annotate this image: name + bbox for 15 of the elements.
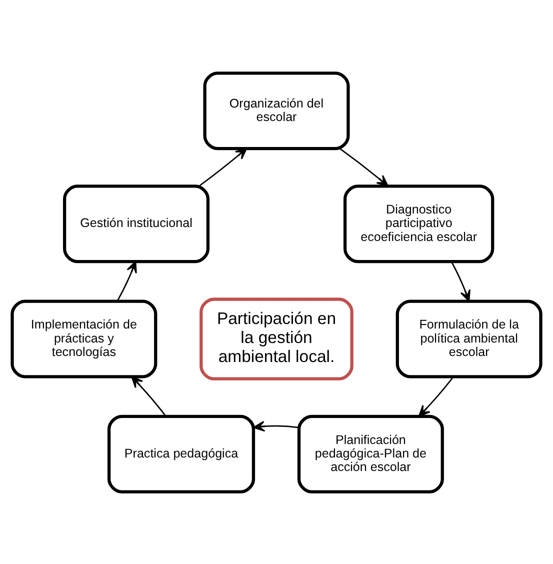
node-box: Planificación pedagógica-Plan de acción escolar	[297, 414, 444, 493]
node-box: Formulación de la política ambiental escolar	[396, 299, 542, 378]
node-box: Practica pedagógica	[107, 414, 256, 493]
arrow	[131, 376, 166, 416]
node-box: Gestión institucional	[63, 184, 210, 263]
node-box: Participación en la gestión ambiental local.	[200, 297, 354, 380]
arrow	[198, 147, 248, 186]
arrow	[450, 260, 470, 302]
node-box: Organización del escolar	[203, 71, 350, 150]
arrow	[418, 376, 454, 416]
arrow	[253, 420, 300, 432]
node-box: Diagnostico participativo ecoeficiencia escolar	[343, 184, 494, 263]
arrow	[116, 260, 137, 301]
node-box: Implementación de prácticas y tecnologías	[10, 299, 158, 378]
arrow	[339, 147, 388, 186]
